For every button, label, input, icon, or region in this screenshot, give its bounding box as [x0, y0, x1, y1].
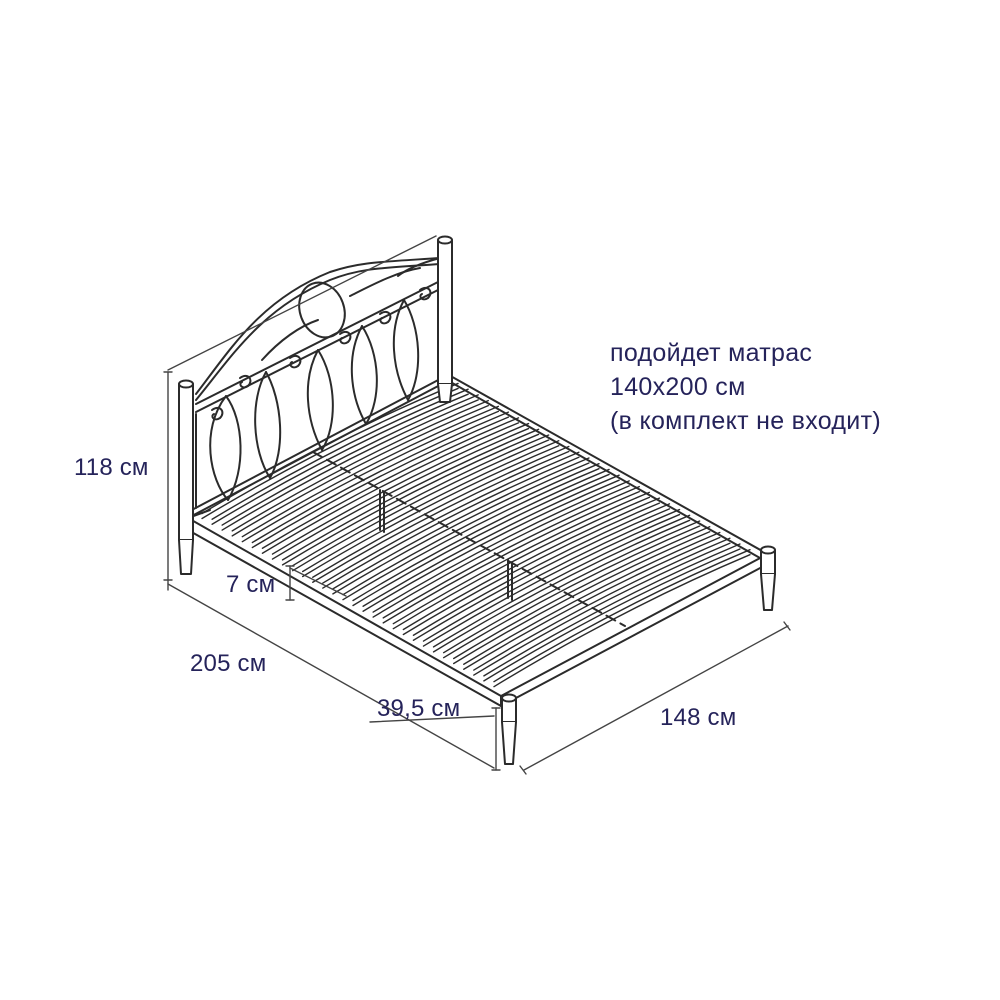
slat — [453, 531, 711, 665]
slat — [382, 490, 640, 624]
slat — [281, 428, 540, 561]
mattress-note-line-3: (в комплект не входит) — [610, 407, 881, 435]
mattress-note-line-1: подойдет матрас — [610, 339, 813, 367]
width-dimension-label: 148 см — [660, 704, 737, 731]
headboard-decoration — [195, 257, 441, 501]
slat — [332, 462, 590, 595]
slat — [412, 503, 671, 636]
slat — [231, 399, 489, 532]
slat — [201, 387, 459, 520]
leg-height-dimension-label: 39,5 см — [377, 695, 461, 722]
slat — [362, 479, 620, 612]
slat — [251, 411, 510, 544]
slat — [463, 536, 721, 670]
slat — [221, 394, 479, 526]
slat — [241, 410, 500, 543]
slat — [322, 451, 580, 584]
slat — [483, 548, 741, 682]
slat — [221, 399, 479, 531]
slat — [302, 440, 560, 573]
slat — [281, 433, 540, 566]
slat — [251, 416, 510, 549]
slat — [241, 405, 500, 538]
height-dimension-label: 118 см — [74, 454, 149, 481]
mattress-note: подойдет матрас 140x200 см (в комплект н… — [610, 336, 881, 438]
slat — [312, 445, 570, 578]
slat — [332, 457, 590, 590]
center-support — [312, 451, 626, 627]
bed-posts — [178, 235, 776, 765]
slat — [231, 404, 489, 537]
slat — [352, 473, 610, 607]
slat — [342, 463, 600, 596]
slat — [211, 393, 469, 525]
slat — [493, 549, 751, 683]
slat — [291, 439, 550, 572]
mattress-note-line-2: 140x200 см — [610, 373, 746, 401]
slat — [473, 542, 731, 676]
slat — [291, 434, 550, 567]
slat — [312, 450, 570, 583]
slat — [342, 468, 600, 601]
slat — [372, 485, 630, 618]
slat — [473, 537, 731, 671]
slat — [382, 485, 640, 619]
slat — [372, 480, 630, 613]
side-rail-dimension-label: 7 см — [226, 571, 276, 598]
dimension-lines — [163, 235, 791, 775]
length-dimension-label: 205 см — [190, 650, 267, 677]
slat — [352, 468, 610, 602]
slat — [211, 388, 469, 520]
slat — [493, 554, 751, 688]
slat — [261, 422, 520, 554]
slat — [483, 543, 741, 677]
slat — [261, 417, 520, 549]
slat — [463, 531, 721, 665]
slat — [322, 456, 580, 589]
slat — [442, 520, 701, 654]
slat — [362, 474, 620, 607]
slat — [271, 427, 530, 560]
slat — [442, 525, 701, 659]
slat — [402, 497, 661, 631]
slats — [201, 382, 751, 688]
slat — [392, 496, 651, 630]
slat — [453, 526, 711, 660]
slat — [271, 422, 530, 555]
slat — [422, 508, 681, 642]
slat — [422, 513, 681, 647]
slat — [402, 502, 661, 636]
slat — [412, 508, 671, 641]
slat — [432, 519, 691, 653]
slat — [432, 514, 691, 648]
slat — [302, 445, 560, 578]
slat — [392, 491, 651, 625]
